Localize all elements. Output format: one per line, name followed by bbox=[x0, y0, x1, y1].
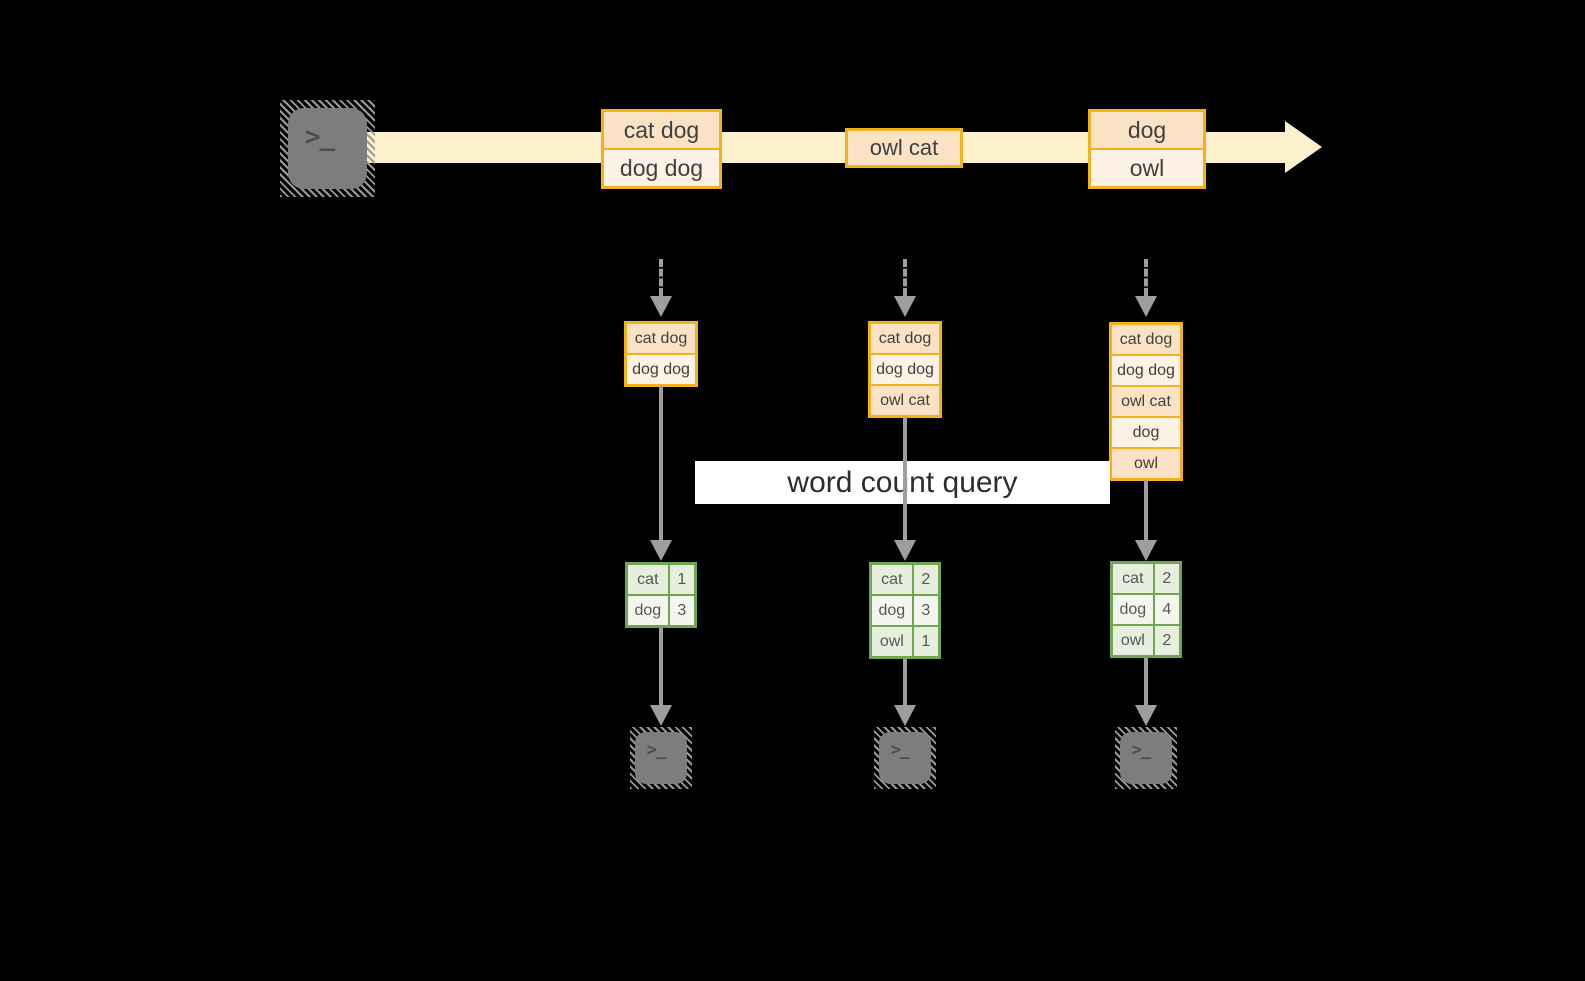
result-row: dog 4 bbox=[1113, 595, 1179, 624]
arrow-shaft bbox=[903, 417, 907, 540]
input-stack-1: cat dog dog dog bbox=[624, 321, 698, 387]
result-row: dog 3 bbox=[872, 596, 938, 625]
result-count: 2 bbox=[913, 565, 938, 594]
result-table-2: cat 2 dog 3 owl 1 bbox=[869, 562, 941, 659]
result-count: 3 bbox=[913, 596, 938, 625]
arrow-shaft bbox=[903, 658, 907, 705]
stream-event-1: cat dog dog dog bbox=[601, 109, 722, 189]
dashed-arrow-head bbox=[1135, 296, 1157, 317]
arrow-head bbox=[894, 705, 916, 726]
stack-row: dog bbox=[1112, 418, 1180, 447]
result-word: dog bbox=[628, 596, 670, 625]
result-word: dog bbox=[1113, 595, 1155, 624]
stack-row: cat dog bbox=[871, 324, 939, 353]
stack-row: cat dog bbox=[627, 324, 695, 353]
result-row: cat 2 bbox=[872, 565, 938, 594]
terminal-screen: >_ bbox=[288, 108, 367, 189]
result-row: dog 3 bbox=[628, 596, 694, 625]
arrow-shaft bbox=[1144, 480, 1148, 540]
terminal-screen: >_ bbox=[635, 732, 687, 784]
event-line: dog bbox=[1091, 112, 1203, 148]
result-count: 1 bbox=[913, 627, 938, 656]
input-stack-2: cat dog dog dog owl cat bbox=[868, 321, 942, 418]
terminal-prompt-glyph: >_ bbox=[304, 121, 335, 152]
result-word: cat bbox=[628, 565, 670, 594]
event-line: owl cat bbox=[848, 131, 960, 165]
stack-row: cat dog bbox=[1112, 325, 1180, 354]
result-table-1: cat 1 dog 3 bbox=[625, 562, 697, 628]
stack-row: dog dog bbox=[871, 355, 939, 384]
result-word: owl bbox=[1113, 626, 1155, 655]
terminal-prompt-glyph: >_ bbox=[890, 740, 911, 760]
arrow-shaft bbox=[659, 627, 663, 705]
stack-row: owl cat bbox=[871, 386, 939, 415]
result-word: cat bbox=[1113, 564, 1155, 593]
arrow-head bbox=[894, 540, 916, 561]
dashed-arrow-shaft bbox=[903, 259, 907, 296]
stack-row: dog dog bbox=[627, 355, 695, 384]
event-line: cat dog bbox=[604, 112, 719, 148]
source-terminal-icon: >_ bbox=[280, 100, 375, 197]
stack-row: owl cat bbox=[1112, 387, 1180, 416]
result-word: dog bbox=[872, 596, 914, 625]
arrow-head bbox=[1135, 540, 1157, 561]
dashed-arrow-shaft bbox=[1144, 259, 1148, 296]
arrow-shaft bbox=[1144, 657, 1148, 705]
stream-event-2: owl cat bbox=[845, 128, 963, 168]
output-terminal-icon-1: >_ bbox=[630, 727, 692, 789]
result-count: 4 bbox=[1154, 595, 1179, 624]
terminal-screen: >_ bbox=[1120, 732, 1172, 784]
arrow-head bbox=[650, 540, 672, 561]
stream-arrowhead bbox=[1285, 121, 1322, 173]
event-line: owl bbox=[1091, 150, 1203, 186]
terminal-prompt-glyph: >_ bbox=[1131, 740, 1152, 760]
arrow-head bbox=[1135, 705, 1157, 726]
result-row: owl 2 bbox=[1113, 626, 1179, 655]
stack-row: dog dog bbox=[1112, 356, 1180, 385]
dashed-arrow-shaft bbox=[659, 259, 663, 296]
query-label-text: word count query bbox=[787, 465, 1018, 499]
result-count: 1 bbox=[669, 565, 694, 594]
terminal-prompt-glyph: >_ bbox=[646, 740, 667, 760]
stream-event-3: dog owl bbox=[1088, 109, 1206, 189]
dashed-arrow-head bbox=[894, 296, 916, 317]
result-table-3: cat 2 dog 4 owl 2 bbox=[1110, 561, 1182, 658]
result-count: 2 bbox=[1154, 626, 1179, 655]
query-label: word count query bbox=[695, 461, 1110, 504]
stack-row: owl bbox=[1112, 449, 1180, 478]
terminal-screen: >_ bbox=[879, 732, 931, 784]
result-word: owl bbox=[872, 627, 914, 656]
result-row: cat 1 bbox=[628, 565, 694, 594]
result-count: 2 bbox=[1154, 564, 1179, 593]
input-stack-3: cat dog dog dog owl cat dog owl bbox=[1109, 322, 1183, 481]
arrow-head bbox=[650, 705, 672, 726]
event-line: dog dog bbox=[604, 150, 719, 186]
output-terminal-icon-2: >_ bbox=[874, 727, 936, 789]
dashed-arrow-head bbox=[650, 296, 672, 317]
output-terminal-icon-3: >_ bbox=[1115, 727, 1177, 789]
result-row: cat 2 bbox=[1113, 564, 1179, 593]
arrow-shaft bbox=[659, 386, 663, 540]
result-row: owl 1 bbox=[872, 627, 938, 656]
result-count: 3 bbox=[669, 596, 694, 625]
result-word: cat bbox=[872, 565, 914, 594]
